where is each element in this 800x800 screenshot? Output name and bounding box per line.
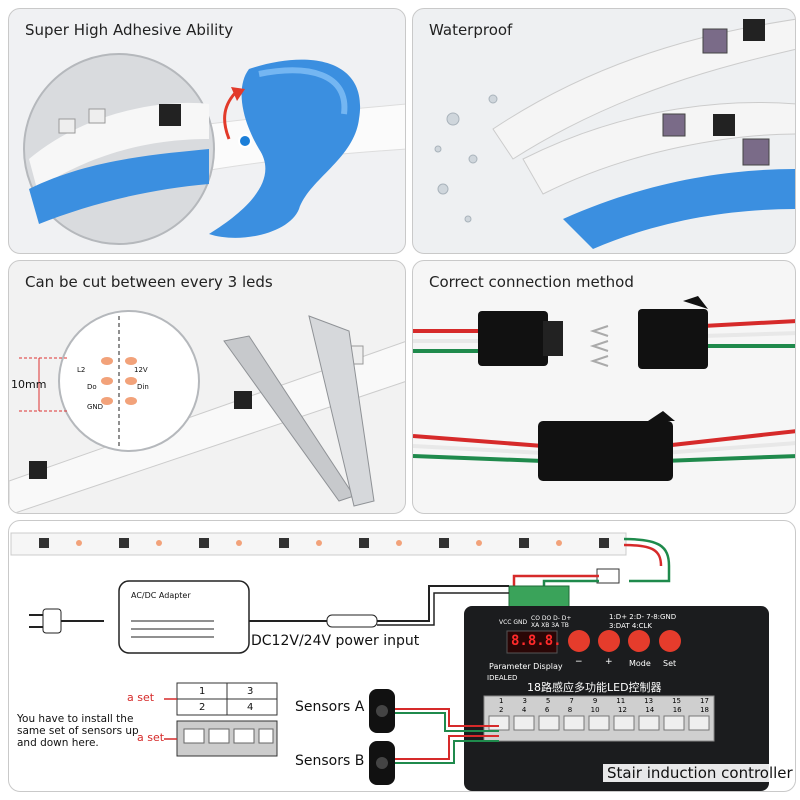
port-5: 5: [545, 697, 551, 705]
adhesive-illustration: [23, 53, 405, 245]
port-2: 2: [499, 706, 504, 714]
plus-label[interactable]: +: [605, 657, 613, 667]
port-10: 10: [590, 706, 600, 714]
waterproof-panel: Waterproof: [412, 8, 796, 254]
port-13: 13: [644, 697, 654, 705]
grid-number-4: 4: [247, 702, 254, 713]
port-3: 3: [522, 697, 527, 705]
a-set-label-1: a set: [127, 691, 155, 704]
blue-tape: [209, 59, 361, 238]
grid-number-1: 1: [199, 686, 206, 697]
port-12: 12: [617, 706, 627, 714]
wiring-panel: AC/DC Adapter DC12V/24V power input Sens…: [8, 520, 796, 792]
set-button: [659, 630, 681, 652]
port-9: 9: [592, 697, 598, 705]
port-7: 7: [569, 697, 574, 705]
pad-din: Din: [137, 383, 149, 391]
pin-map-2: 3:DAT 4:CLK: [609, 622, 653, 630]
mode-label[interactable]: Mode: [629, 659, 651, 668]
female-connector: [638, 309, 708, 369]
waterproof-illustration: [434, 18, 795, 249]
adhesive-title: Super High Adhesive Ability: [25, 21, 234, 39]
adapter-label: AC/DC Adapter: [131, 591, 191, 600]
pin-map: 1:D+ 2:D- 7-8:GND: [609, 613, 677, 621]
power-plug: [42, 608, 62, 634]
terminal-label-3: XA XB 3A TB: [531, 622, 569, 629]
minus-button: [568, 630, 590, 652]
wiring-illustration: [10, 532, 769, 791]
male-connector: [478, 311, 548, 366]
peel-arrow: [223, 89, 239, 140]
terminal-label-2: CO DO D- D+: [531, 615, 572, 622]
pad-12v: 12V: [134, 366, 148, 374]
set-label[interactable]: Set: [663, 659, 677, 668]
port-8: 8: [567, 706, 573, 714]
port-18: 18: [700, 706, 709, 714]
terminal-block: [508, 585, 570, 609]
brand-label: IDEALED: [487, 674, 518, 682]
cut-panel: Can be cut between every 3 leds 10mm L2 …: [8, 260, 406, 514]
port-6: 6: [544, 706, 550, 714]
plus-button: [598, 630, 620, 652]
mode-button: [628, 630, 650, 652]
grid-number-2: 2: [199, 702, 206, 713]
port-16: 16: [672, 706, 682, 714]
port-15: 15: [672, 697, 681, 705]
scissors-blade-2: [308, 315, 375, 507]
controller-name: Stair induction controller: [603, 764, 795, 782]
port-1: 1: [499, 697, 504, 705]
port-14: 14: [645, 706, 655, 714]
measure-label: 10mm: [11, 378, 47, 391]
led-chip: [159, 104, 181, 126]
sensors-a-label: Sensors A: [295, 699, 365, 715]
a-set-label-2: a set: [137, 731, 165, 744]
sensors-b-label: Sensors B: [295, 753, 365, 769]
chinese-title: 18路感应多功能LED控制器: [527, 681, 662, 694]
port-4: 4: [521, 706, 527, 714]
display-digits: 8.8.8.: [511, 633, 562, 649]
power-input-label: DC12V/24V power input: [251, 633, 420, 649]
pad-gnd: GND: [87, 403, 104, 411]
joined-connector: [538, 421, 673, 481]
param-display-label: Parameter Display: [489, 662, 563, 671]
port-number-row-top: 1 3 5 7 9 11 13 15 17: [499, 697, 709, 705]
waterproof-title: Waterproof: [429, 21, 513, 39]
install-note: You have to install the same set of sens…: [17, 713, 139, 749]
connection-panel: Correct connection method: [412, 260, 796, 514]
seven-seg-display: [506, 630, 558, 654]
port-number-row-bottom: 2 4 6 8 10 12 14 16 18: [499, 706, 709, 714]
ac-dc-adapter: [118, 580, 250, 654]
connection-illustration: [413, 296, 795, 481]
port-11: 11: [616, 697, 626, 705]
cut-illustration: [9, 310, 405, 513]
adhesive-panel: Super High Adhesive Ability: [8, 8, 406, 254]
pad-l2: L2: [77, 366, 86, 374]
minus-label[interactable]: −: [575, 657, 583, 667]
pad-do: Do: [87, 383, 97, 391]
grid-number-3: 3: [247, 686, 254, 697]
connection-title: Correct connection method: [429, 273, 634, 291]
cut-title: Can be cut between every 3 leds: [25, 273, 273, 291]
terminal-label: VCC GND: [499, 619, 528, 626]
port-17: 17: [699, 697, 709, 705]
